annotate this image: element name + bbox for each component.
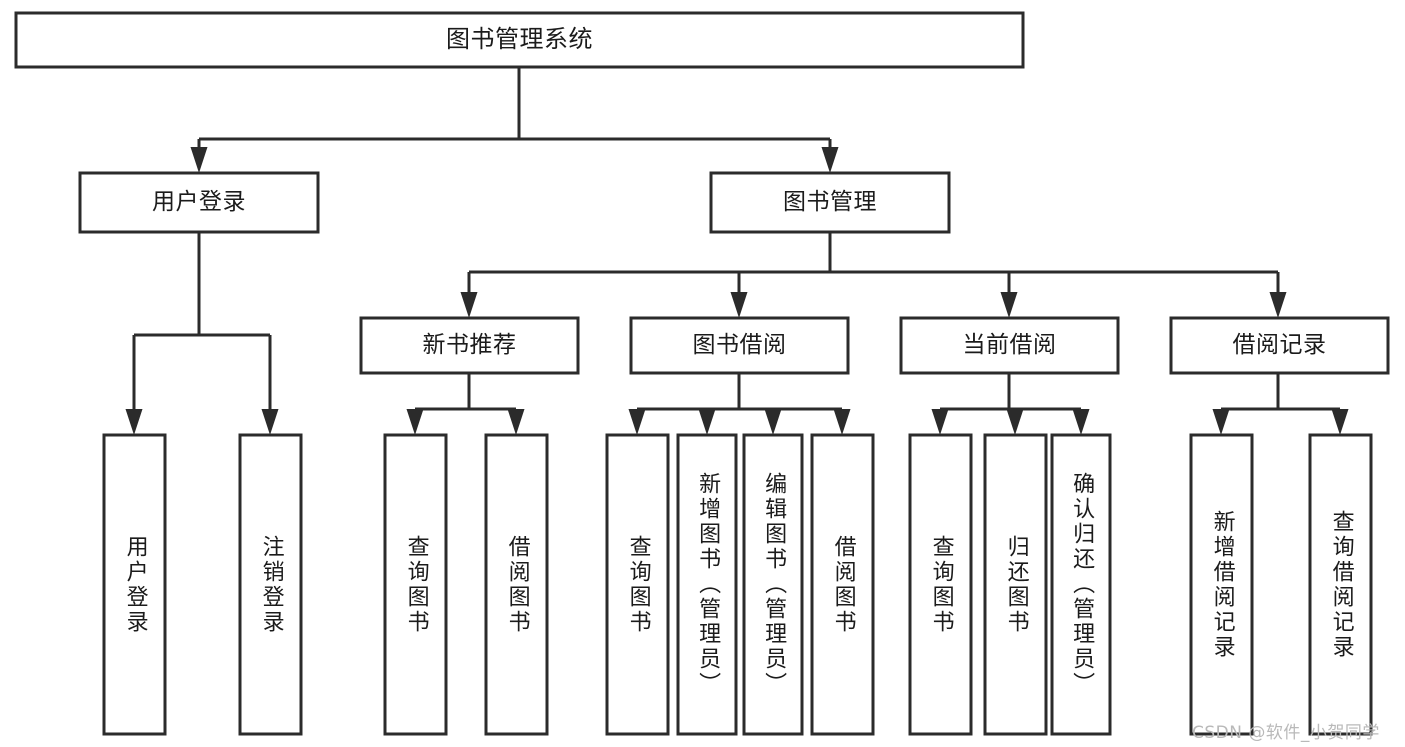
node-book-manage[interactable]: [709, 171, 951, 234]
node-leaf-borrow-book-bor[interactable]: [810, 433, 875, 736]
node-leaf-query-book-bor[interactable]: [605, 433, 670, 736]
new-book-rec-leaf-drop-1-arrowhead: [507, 409, 525, 435]
node-leaf-query-record[interactable]: [1308, 433, 1373, 736]
node-leaf-user-login[interactable]: [102, 433, 167, 736]
current-borrow-leaf-drop-0-arrowhead: [931, 409, 949, 435]
node-new-book-rec[interactable]: [359, 316, 580, 375]
root-drop-1-arrowhead: [821, 147, 839, 173]
node-leaf-query-book-rec[interactable]: [383, 433, 448, 736]
book-manage-drop-3-arrowhead: [1269, 292, 1287, 318]
node-book-borrow[interactable]: [629, 316, 850, 375]
book-manage-drop-0-arrowhead: [460, 292, 478, 318]
borrow-record-leaf-drop-1-arrowhead: [1331, 409, 1349, 435]
node-leaf-confirm-return[interactable]: [1050, 433, 1112, 736]
book-manage-drop-2-arrowhead: [1000, 292, 1018, 318]
node-leaf-user-logout[interactable]: [238, 433, 303, 736]
node-leaf-edit-book[interactable]: [742, 433, 804, 736]
node-leaf-return-book[interactable]: [983, 433, 1048, 736]
node-borrow-record[interactable]: [1169, 316, 1390, 375]
book-borrow-leaf-drop-1-arrowhead: [698, 409, 716, 435]
user-login-drop-1-arrowhead: [261, 409, 279, 435]
node-leaf-borrow-book-rec[interactable]: [484, 433, 549, 736]
root-drop-0-arrowhead: [190, 147, 208, 173]
book-borrow-leaf-drop-2-arrowhead: [764, 409, 782, 435]
node-leaf-add-record[interactable]: [1189, 433, 1254, 736]
user-login-drop-0-arrowhead: [125, 409, 143, 435]
book-borrow-leaf-drop-0-arrowhead: [628, 409, 646, 435]
node-leaf-add-book[interactable]: [676, 433, 738, 736]
new-book-rec-leaf-drop-0-arrowhead: [406, 409, 424, 435]
borrow-record-leaf-drop-0-arrowhead: [1212, 409, 1230, 435]
book-borrow-leaf-drop-3-arrowhead: [833, 409, 851, 435]
current-borrow-leaf-drop-1-arrowhead: [1006, 409, 1024, 435]
node-root[interactable]: [14, 11, 1025, 69]
node-user-login[interactable]: [78, 171, 320, 234]
current-borrow-leaf-drop-2-arrowhead: [1072, 409, 1090, 435]
node-current-borrow[interactable]: [899, 316, 1120, 375]
node-leaf-query-book-cur[interactable]: [908, 433, 973, 736]
book-manage-drop-1-arrowhead: [730, 292, 748, 318]
